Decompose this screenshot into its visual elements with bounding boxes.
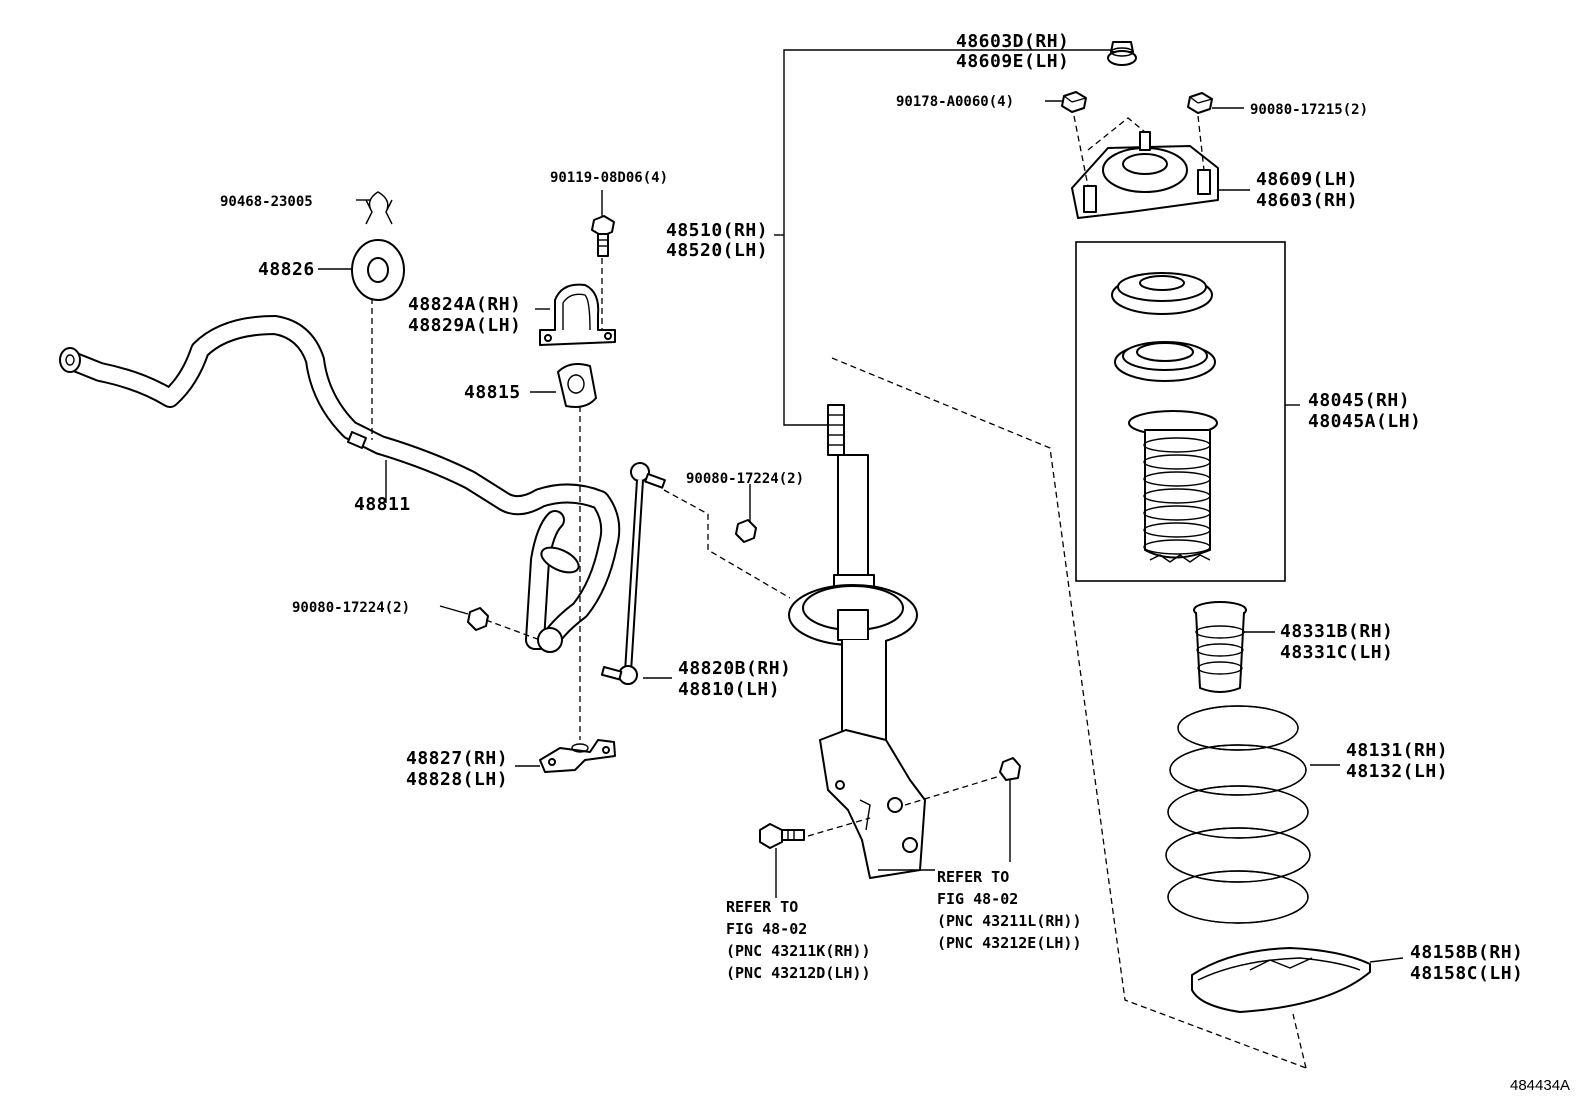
refer-left-line4: (PNC 43212D(LH)) xyxy=(726,964,871,982)
label-48158B-RH: 48158B(RH) xyxy=(1410,942,1523,963)
label-48331C-LH: 48331C(LH) xyxy=(1280,642,1393,663)
upper-mount-nut xyxy=(1107,41,1137,66)
stabilizer-link xyxy=(600,462,666,685)
label-48045-RH: 48045(RH) xyxy=(1308,390,1410,411)
refer-left-line1: REFER TO xyxy=(726,898,798,916)
mount-nut-left xyxy=(1061,91,1087,113)
label-48132-LH: 48132(LH) xyxy=(1346,761,1448,782)
label-90468-23005: 90468-23005 xyxy=(220,194,313,210)
refer-right-line4: (PNC 43212E(LH)) xyxy=(937,934,1082,952)
part-labels: 48603D(RH) 48609E(LH) 90178-A0060(4) 900… xyxy=(220,31,1523,984)
link-nut-lower xyxy=(467,607,489,631)
knuckle-nut-right xyxy=(999,757,1021,781)
label-90080-17215: 90080-17215(2) xyxy=(1250,102,1368,118)
bushing-washer xyxy=(351,239,405,301)
spring-insulator xyxy=(1191,947,1371,1013)
kit-box xyxy=(1075,241,1286,582)
label-48609E-LH: 48609E(LH) xyxy=(956,51,1069,72)
label-48045A-LH: 48045A(LH) xyxy=(1308,411,1421,432)
upper-support-mount xyxy=(1071,131,1219,219)
knuckle-bolt-left xyxy=(759,823,805,849)
figure-id: 484434A xyxy=(1510,1077,1570,1094)
bracket-bolt xyxy=(591,215,615,257)
label-48510-RH: 48510(RH) xyxy=(666,220,768,241)
refer-right-line2: FIG 48-02 xyxy=(937,890,1018,908)
bump-stopper xyxy=(1193,601,1247,693)
stabilizer-bracket xyxy=(539,283,616,346)
refer-left-line2: FIG 48-02 xyxy=(726,920,807,938)
label-48824A-RH: 48824A(RH) xyxy=(408,294,521,315)
label-48609-LH: 48609(LH) xyxy=(1256,169,1358,190)
bearing xyxy=(1114,341,1216,382)
refer-right-line1: REFER TO xyxy=(937,868,1009,886)
label-48827-RH: 48827(RH) xyxy=(406,748,508,769)
label-48810-LH: 48810(LH) xyxy=(678,679,780,700)
label-48826: 48826 xyxy=(258,259,315,280)
label-48828-LH: 48828(LH) xyxy=(406,769,508,790)
label-90178-A0060: 90178-A0060(4) xyxy=(896,94,1014,110)
label-48131-RH: 48131(RH) xyxy=(1346,740,1448,761)
shock-absorber xyxy=(788,404,926,879)
label-90119-08D06: 90119-08D06(4) xyxy=(550,170,668,186)
refer-note-left: REFER TO FIG 48-02 (PNC 43211K(RH)) (PNC… xyxy=(726,898,871,982)
label-90080-17224-upper: 90080-17224(2) xyxy=(686,471,804,487)
leader-lines xyxy=(318,49,1404,963)
refer-left-line3: (PNC 43211K(RH)) xyxy=(726,942,871,960)
label-48331B-RH: 48331B(RH) xyxy=(1280,621,1393,642)
dashed-lines xyxy=(371,115,1307,1069)
stabilizer-bushing xyxy=(557,363,597,408)
label-48158C-LH: 48158C(LH) xyxy=(1410,963,1523,984)
refer-note-right: REFER TO FIG 48-02 (PNC 43211L(RH)) (PNC… xyxy=(937,868,1082,952)
coil-spring xyxy=(1165,705,1311,924)
lower-bracket xyxy=(539,739,616,773)
retaining-clip xyxy=(365,191,393,225)
label-48520-LH: 48520(LH) xyxy=(666,240,768,261)
refer-right-line3: (PNC 43211L(RH)) xyxy=(937,912,1082,930)
label-48829A-LH: 48829A(LH) xyxy=(408,315,521,336)
dust-boot xyxy=(1128,410,1218,563)
label-48603D-RH: 48603D(RH) xyxy=(956,31,1069,52)
label-48815: 48815 xyxy=(464,382,521,403)
spring-upper-seat xyxy=(1111,272,1213,315)
mount-nut-right xyxy=(1187,92,1213,114)
link-nut-upper xyxy=(735,519,757,543)
label-48820B-RH: 48820B(RH) xyxy=(678,658,791,679)
label-48603-RH: 48603(RH) xyxy=(1256,190,1358,211)
label-48811: 48811 xyxy=(354,494,411,515)
label-90080-17224-lower: 90080-17224(2) xyxy=(292,600,410,616)
